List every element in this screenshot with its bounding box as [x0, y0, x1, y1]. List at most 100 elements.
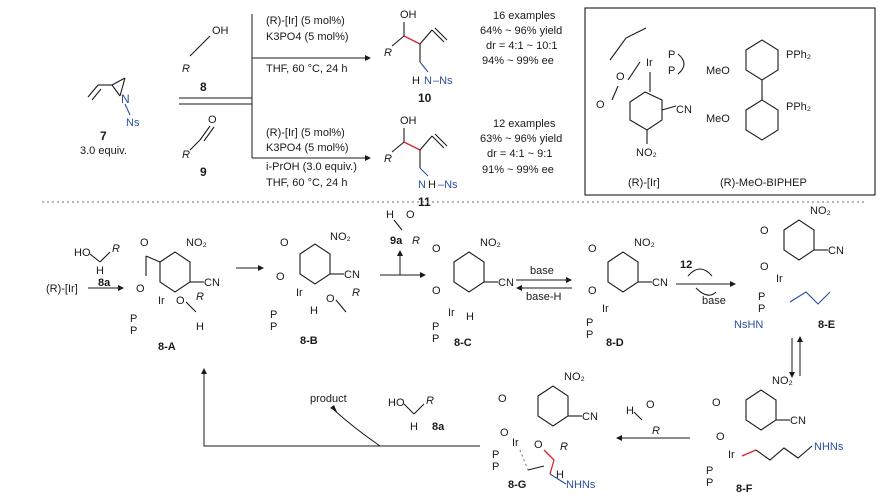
svg-text:O: O	[276, 271, 285, 283]
svg-text:H: H	[412, 75, 420, 87]
svg-text:NO₂: NO₂	[810, 205, 831, 217]
svg-text:P: P	[270, 321, 277, 333]
svg-text:R: R	[412, 235, 420, 247]
svg-text:P: P	[130, 313, 137, 325]
svg-text:O: O	[208, 114, 217, 126]
svg-text:PPh₂: PPh₂	[786, 49, 811, 61]
svg-text:NO₂: NO₂	[330, 231, 351, 243]
svg-text:O: O	[616, 71, 625, 83]
svg-text:HO: HO	[74, 247, 91, 259]
product-10-number: 10	[418, 91, 432, 105]
reagent-8a-label: 8a	[98, 277, 111, 289]
svg-text:H: H	[556, 469, 564, 481]
lower-conditions: THF, 60 °C, 24 h	[266, 177, 347, 189]
svg-text:CN: CN	[204, 277, 220, 289]
svg-text:MeO: MeO	[706, 113, 730, 125]
label-8-E: 8-E	[818, 319, 835, 331]
svg-text:P: P	[758, 291, 765, 303]
product-10-structure: OH R N H –Ns	[384, 9, 453, 87]
svg-text:R: R	[652, 425, 660, 437]
diene-12-label: 12	[680, 259, 692, 271]
svg-text:NO₂: NO₂	[480, 237, 501, 249]
ns-label: Ns	[126, 117, 140, 129]
svg-text:NO₂: NO₂	[636, 147, 657, 159]
product-11-number: 11	[418, 195, 431, 209]
svg-text:N: N	[424, 75, 432, 87]
released-9a-label: 9a	[390, 235, 403, 247]
svg-text:–Ns: –Ns	[433, 75, 453, 87]
base-forward-label: base	[530, 265, 554, 277]
svg-text:P: P	[270, 309, 277, 321]
svg-text:PPh₂: PPh₂	[786, 101, 811, 113]
svg-text:Ir: Ir	[512, 437, 519, 449]
alcohol-8-number: 8	[200, 80, 207, 94]
svg-text:Ir: Ir	[448, 307, 455, 319]
svg-text:P: P	[586, 329, 593, 341]
aldehyde-9-structure: O R	[182, 114, 217, 161]
svg-text:O: O	[432, 285, 441, 297]
base-out-label: base	[702, 295, 726, 307]
svg-text:P: P	[758, 303, 765, 315]
svg-text:CN: CN	[676, 104, 692, 116]
svg-text:Ir: Ir	[728, 449, 735, 461]
reagent-8a-bottom-label: 8a	[432, 421, 445, 433]
aziridine-n-label: N	[121, 92, 130, 106]
intermediate-8c-complex: NO₂ CN O O Ir H P P	[432, 237, 514, 345]
svg-text:OH: OH	[400, 9, 417, 21]
label-8-A: 8-A	[158, 341, 176, 353]
svg-text:O: O	[646, 399, 655, 411]
svg-text:O: O	[432, 243, 441, 255]
catalyst-box	[584, 7, 876, 196]
svg-text:R: R	[426, 395, 434, 407]
svg-text:R: R	[182, 63, 190, 75]
svg-text:O: O	[500, 427, 509, 439]
svg-text:NO₂: NO₂	[772, 375, 793, 387]
svg-text:O: O	[140, 237, 149, 249]
svg-text:H: H	[386, 209, 394, 221]
intermediate-8f-complex: NO₂ CN O O Ir P P NHNs	[706, 375, 844, 489]
ir-catalyst-structure: Ir O O P P CN NO₂	[596, 27, 692, 159]
svg-text:H: H	[196, 321, 204, 333]
intermediate-8a-complex: NO₂ CN O O Ir P P O R H	[130, 237, 220, 337]
svg-text:O: O	[406, 209, 415, 221]
reagent-8a-bottom: HO R H	[388, 395, 434, 433]
svg-text:O: O	[176, 295, 185, 307]
lower-result-yield: 63% ~ 96% yield	[480, 133, 562, 145]
svg-text:O: O	[498, 393, 507, 405]
label-8-F: 8-F	[736, 483, 753, 495]
upper-base: K3PO4 (5 mol%)	[266, 31, 349, 43]
upper-catalyst: (R)-[Ir] (5 mol%)	[266, 15, 345, 27]
svg-text:CN: CN	[652, 277, 668, 289]
reagent-8a-top: HO R H	[74, 243, 120, 277]
label-8-C: 8-C	[454, 337, 472, 349]
substrate-7-structure: N Ns	[87, 77, 140, 129]
label-8-G: 8-G	[508, 479, 526, 491]
svg-text:NO₂: NO₂	[564, 371, 585, 383]
substrate-7-number: 7	[100, 129, 107, 143]
alcohol-8-structure: OH R	[182, 25, 229, 75]
svg-text:O: O	[534, 439, 543, 451]
label-8-B: 8-B	[300, 335, 318, 347]
svg-text:CN: CN	[790, 415, 806, 427]
svg-text:NsHN: NsHN	[734, 319, 763, 331]
intermediate-8b-complex: NO₂ CN O O Ir P P H O R	[270, 231, 360, 333]
upper-conditions: THF, 60 °C, 24 h	[266, 63, 347, 75]
svg-text:R: R	[384, 47, 392, 59]
svg-text:NO₂: NO₂	[186, 237, 207, 249]
svg-text:P: P	[492, 461, 499, 473]
svg-text:Ir: Ir	[646, 57, 653, 69]
svg-text:R: R	[182, 149, 190, 161]
aldehyde-9-number: 9	[200, 165, 207, 179]
lower-result-examples: 12 examples	[493, 118, 556, 130]
intermediate-8e-complex: NO₂ CN O O Ir P P NsHN	[734, 205, 844, 331]
svg-text:P: P	[668, 65, 675, 77]
svg-text:Ir: Ir	[602, 303, 609, 315]
svg-text:P: P	[586, 317, 593, 329]
svg-text:HO: HO	[388, 397, 405, 409]
lower-result-ee: 91% ~ 99% ee	[482, 164, 554, 176]
svg-text:R: R	[560, 441, 568, 453]
svg-text:P: P	[432, 321, 439, 333]
svg-text:O: O	[326, 293, 335, 305]
svg-text:H: H	[428, 179, 436, 191]
svg-text:R: R	[112, 243, 120, 255]
